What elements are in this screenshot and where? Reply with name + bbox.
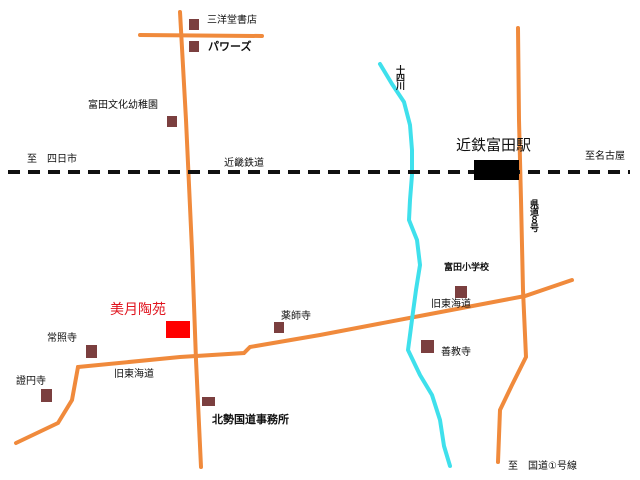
river-label: 十四川 [394, 65, 404, 89]
to-route1-label: 至 国道①号線 [508, 461, 577, 472]
joshoji-marker [86, 345, 97, 358]
school-marker [455, 286, 467, 298]
school-label: 富田小学校 [444, 263, 490, 273]
old-tokaido-west-label: 旧東海道 [114, 369, 154, 380]
road-old-tokaido [76, 278, 574, 369]
road-route-8 [496, 26, 529, 464]
kintetsu-tomida-station-marker [474, 160, 519, 180]
joshoji-label: 常照寺 [47, 333, 77, 344]
kitase-office-label: 北勢国道事務所 [212, 413, 289, 426]
powers-marker [189, 41, 199, 52]
fukyoji-label: 善教寺 [441, 347, 471, 358]
kindergarten-label: 富田文化幼稚園 [88, 100, 158, 111]
road-southwest-branch [14, 365, 80, 445]
yakushiji-marker [274, 322, 284, 333]
to-yokkaichi-label: 至 四日市 [27, 154, 77, 165]
yakushiji-label: 薬師寺 [281, 311, 311, 322]
river-jushigawa [378, 62, 452, 468]
shoenji-marker [41, 389, 52, 402]
kindergarten-marker [167, 116, 177, 127]
station-label: 近鉄富田駅 [456, 136, 532, 154]
mizuki-touen-marker[interactable] [166, 321, 190, 338]
mizuki-touen-label[interactable]: 美月陶苑 [110, 302, 166, 318]
sanyodo-bookstore-label: 三洋堂書店 [207, 15, 257, 26]
kitase-office-marker [202, 397, 215, 406]
old-tokaido-east-label: 旧東海道 [431, 299, 471, 310]
to-nagoya-label: 至名古屋 [585, 151, 625, 162]
route8-label: 県道８号 [528, 199, 538, 231]
road-top-horizontal [138, 33, 264, 38]
powers-label: パワーズ [208, 40, 252, 53]
road-main-vertical [178, 10, 203, 469]
shoenji-label: 證円寺 [16, 376, 46, 387]
fukyoji-marker [421, 340, 434, 353]
sanyodo-bookstore-marker [189, 19, 199, 30]
railway-label: 近畿鉄道 [224, 158, 264, 169]
